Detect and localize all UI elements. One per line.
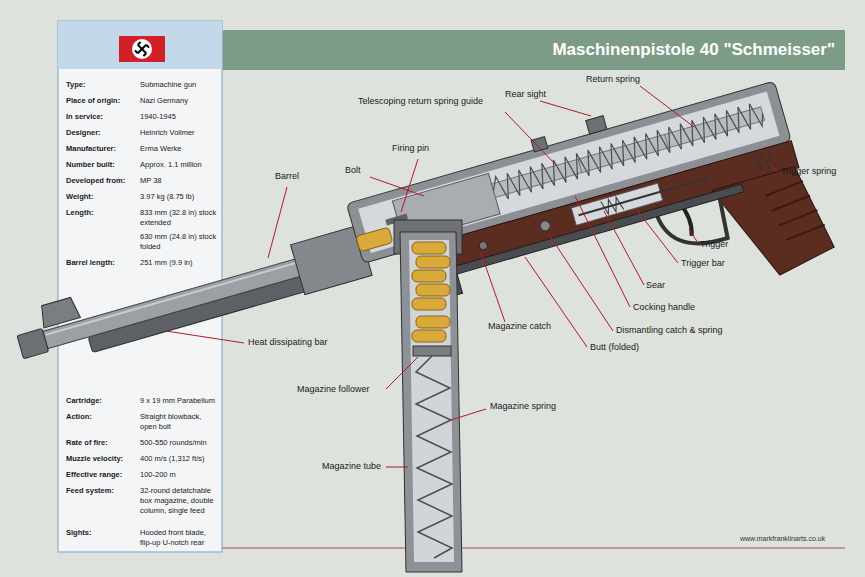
part-label: Trigger (700, 239, 728, 250)
spec-panel (58, 21, 222, 552)
spec-value: Erma Werke (140, 144, 220, 154)
spec-key: Place of origin: (66, 96, 140, 106)
rule (222, 548, 845, 549)
part-label: Barrel (275, 171, 299, 182)
spec-value: 1940-1945 (140, 112, 220, 122)
spec-key: Action: (66, 412, 140, 422)
spec-key: Length: (66, 208, 140, 218)
spec-value: 630 mm (24.8 in) stock folded (140, 232, 220, 252)
spec-key: Designer: (66, 128, 140, 138)
spec-value: Heinrich Vollmer (140, 128, 220, 138)
part-label: Heat dissipating bar (248, 337, 328, 348)
spec-value: Nazi Germany (140, 96, 220, 106)
spec-value: 9 x 19 mm Parabellum (140, 396, 220, 406)
part-label: Magazine catch (488, 321, 551, 332)
title-band (222, 30, 845, 70)
watermark: www.markfranklinarts.co.uk (740, 534, 825, 543)
spec-value: Approx. 1.1 million (140, 160, 220, 170)
flag (119, 36, 165, 62)
spec-key: Sights: (66, 528, 140, 538)
spec-value: 400 m/s (1,312 ft/s) (140, 454, 220, 464)
spec-value: Submachine gun (140, 80, 220, 90)
spec-key: Muzzle velocity: (66, 454, 140, 464)
spec-value: 833 mm (32.8 in) stock extended (140, 208, 220, 228)
title: Maschinenpistole 40 "Schmeisser" (552, 40, 835, 60)
spec-key: Effective range: (66, 470, 140, 480)
part-label: Rear sight (505, 89, 546, 100)
spec-value: 32-round detatchable box magazine, doubl… (140, 486, 220, 516)
spec-key: Feed system: (66, 486, 140, 496)
spec-key: Type: (66, 80, 140, 90)
spec-value: 100-200 m (140, 470, 220, 480)
part-label: Firing pin (392, 143, 429, 154)
leader-lines (166, 86, 778, 467)
part-label: Bolt (345, 165, 361, 176)
spec-value: 500-550 rounds/min (140, 438, 220, 448)
spec-key: Barrel length: (66, 258, 140, 268)
spec-value: Hooded front blade, flip-up U-notch rear (140, 528, 220, 548)
spec-key: Cartridge: (66, 396, 140, 406)
spec-key: Developed from: (66, 176, 140, 186)
part-label: Sear (646, 280, 665, 291)
spec-value: 3.97 kg (8.75 lb) (140, 192, 220, 202)
spec-key: Number built: (66, 160, 140, 170)
part-label: Dismantling catch & spring (616, 325, 723, 336)
spec-key: Manufacturer: (66, 144, 140, 154)
spec-value: MP 38 (140, 176, 220, 186)
part-label: Telescoping return spring guide (358, 96, 483, 107)
part-label: Magazine spring (490, 401, 556, 412)
spec-key: In service: (66, 112, 140, 122)
part-label: Magazine follower (297, 384, 370, 395)
part-label: Return spring (586, 74, 640, 85)
part-label: Trigger bar (681, 258, 725, 269)
spec-value: 251 mm (9.9 in) (140, 258, 220, 268)
spec-key: Weight: (66, 192, 140, 202)
spec-key: Rate of fire: (66, 438, 140, 448)
part-label: Butt (folded) (590, 342, 639, 353)
spec-value: Straight blowback, open bolt (140, 412, 220, 432)
part-label: Magazine tube (322, 461, 381, 472)
part-label: Trigger spring (781, 166, 836, 177)
magazine (394, 220, 462, 572)
part-label: Cocking handle (633, 302, 695, 313)
